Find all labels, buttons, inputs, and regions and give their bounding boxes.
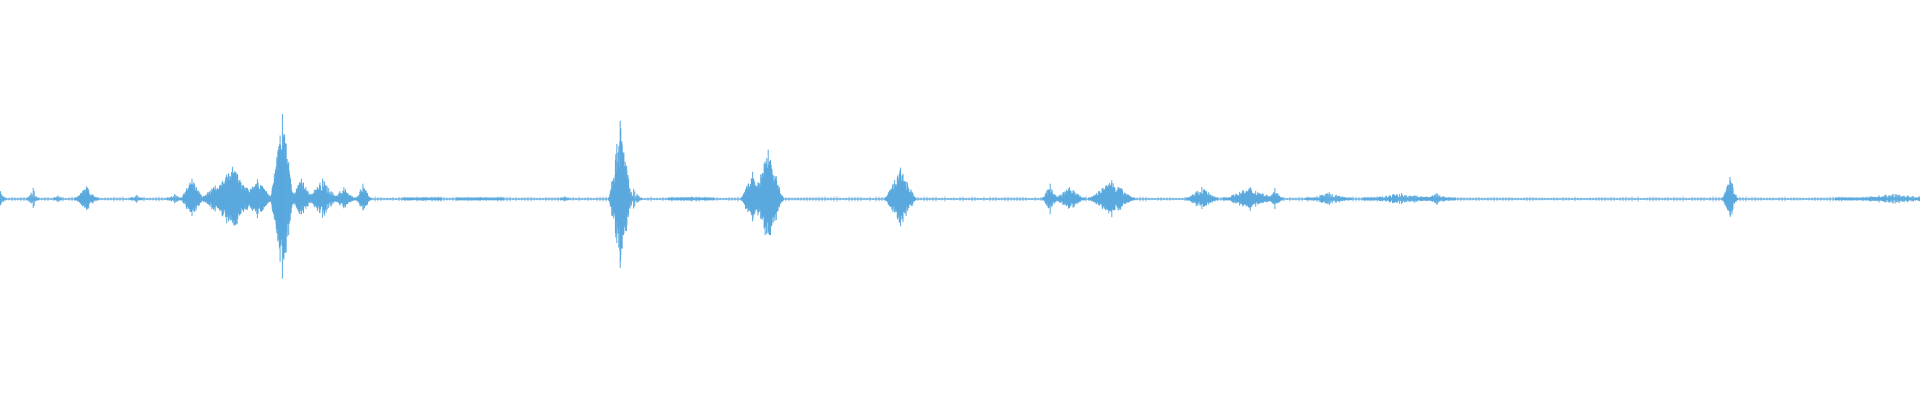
waveform-events xyxy=(0,114,1920,279)
